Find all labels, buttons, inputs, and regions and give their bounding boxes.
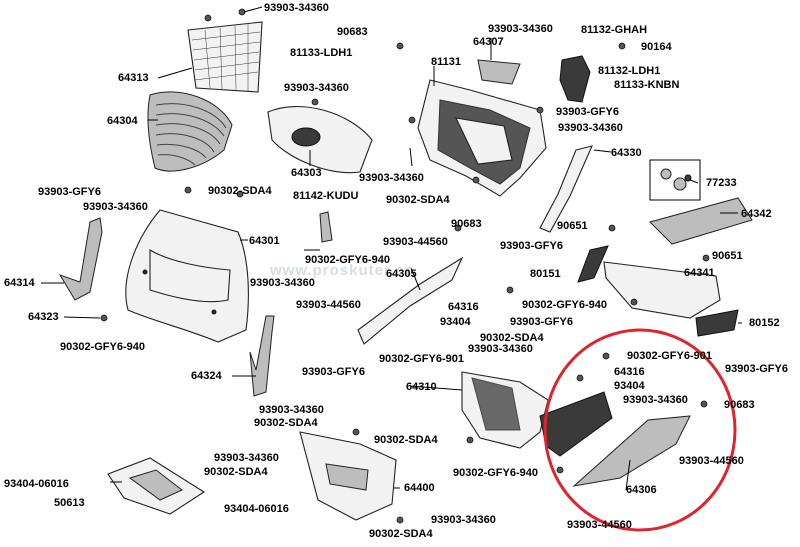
- part-81142-kudu: [319, 211, 333, 243]
- label-93903-44560: 93903-44560: [567, 519, 632, 531]
- highlight-circle: [543, 328, 737, 532]
- label-64323: 64323: [28, 311, 59, 323]
- label-93903-44560: 93903-44560: [383, 236, 448, 248]
- label-93903-gfy6: 93903-GFY6: [510, 316, 573, 328]
- label-64313: 64313: [118, 72, 149, 84]
- part-81132-hook: [559, 55, 591, 103]
- label-81142-kudu: 81142-KUDU: [293, 190, 359, 202]
- label-90302-gfy6-940: 90302-GFY6-940: [305, 254, 390, 266]
- label-80152: 80152: [749, 317, 780, 329]
- part-64305: [357, 256, 464, 345]
- label-90302-sda4: 90302-SDA4: [386, 194, 450, 206]
- part-64310: [461, 371, 549, 449]
- label-93903-34360: 93903-34360: [431, 514, 496, 526]
- label-93903-34360: 93903-34360: [359, 172, 424, 184]
- label-64310: 64310: [406, 381, 437, 393]
- part-64307: [477, 59, 521, 85]
- label-64342: 64342: [741, 208, 772, 220]
- label-64400: 64400: [404, 482, 435, 494]
- label-81133-knbn: 81133-KNBN: [614, 79, 680, 91]
- label-93903-34360: 93903-34360: [558, 122, 623, 134]
- part-64400: [299, 431, 397, 521]
- label-64307: 64307: [473, 36, 504, 48]
- label-93404-06016: 93404-06016: [224, 503, 289, 515]
- label-93903-34360: 93903-34360: [623, 394, 688, 406]
- label-90302-sda4: 90302-SDA4: [374, 434, 438, 446]
- label-64316: 64316: [614, 366, 645, 378]
- label-64314: 64314: [4, 277, 35, 289]
- label-90302-sda4: 90302-SDA4: [204, 466, 268, 478]
- label-64306: 64306: [626, 484, 657, 496]
- label-80151: 80151: [530, 268, 561, 280]
- leader-lines: [41, 6, 742, 491]
- label-81131: 81131: [431, 56, 461, 68]
- label-64303: 64303: [291, 167, 322, 179]
- label-90651: 90651: [557, 220, 588, 232]
- label-93903-gfy6: 93903-GFY6: [556, 106, 619, 118]
- watermark: www.proskuter.cz: [270, 262, 413, 279]
- label-93903-34360: 93903-34360: [488, 23, 553, 35]
- part-80152: [695, 309, 739, 337]
- label-50613: 50613: [54, 497, 85, 509]
- part-64306: [539, 391, 691, 487]
- label-90651: 90651: [712, 250, 743, 262]
- label-93903-gfy6: 93903-GFY6: [500, 240, 563, 252]
- label-93903-34360: 93903-34360: [264, 2, 329, 14]
- part-77233: [649, 159, 701, 201]
- label-93903-gfy6: 93903-GFY6: [725, 363, 788, 375]
- part-81131-inner-panel: [417, 79, 547, 197]
- label-81132-ldh1: 81132-LDH1: [598, 65, 661, 77]
- label-90683: 90683: [724, 399, 755, 411]
- label-93404: 93404: [440, 316, 471, 328]
- label-64304: 64304: [107, 115, 138, 127]
- label-90164: 90164: [641, 41, 672, 53]
- label-64316: 64316: [448, 301, 479, 313]
- part-64304-front-grille: [147, 91, 233, 172]
- label-93903-34360: 93903-34360: [259, 404, 324, 416]
- label-64305: 64305: [386, 268, 417, 280]
- label-64324: 64324: [191, 370, 222, 382]
- label-90302-gfy6-901: 90302-GFY6-901: [379, 353, 464, 365]
- part-64324: [249, 315, 275, 397]
- part-64301-front-shield: [125, 209, 249, 343]
- label-93903-34360: 93903-34360: [250, 277, 315, 289]
- label-93903-44560: 93903-44560: [296, 299, 361, 311]
- label-93404-06016: 93404-06016: [4, 478, 69, 490]
- label-93404: 93404: [614, 380, 645, 392]
- label-90302-sda4: 90302-SDA4: [208, 185, 272, 197]
- part-64303-cover: [267, 105, 373, 174]
- fasteners: [100, 8, 710, 524]
- label-64330: 64330: [611, 147, 642, 159]
- part-64342: [649, 197, 753, 245]
- label-77233: 77233: [706, 177, 737, 189]
- part-80151: [577, 245, 609, 283]
- label-93903-gfy6: 93903-GFY6: [38, 186, 101, 198]
- label-81133-ldh1: 81133-LDH1: [290, 47, 353, 59]
- label-64301: 64301: [249, 235, 280, 247]
- label-93903-34360: 93903-34360: [468, 343, 533, 355]
- label-93903-34360: 93903-34360: [284, 82, 349, 94]
- label-90302-gfy6-940: 90302-GFY6-940: [60, 341, 145, 353]
- label-90302-sda4: 90302-SDA4: [480, 332, 544, 344]
- label-90683: 90683: [337, 26, 368, 38]
- label-81132-ghah: 81132-GHAH: [581, 24, 648, 36]
- label-93903-44560: 93903-44560: [679, 455, 744, 467]
- label-90302-sda4: 90302-SDA4: [369, 528, 433, 540]
- label-90683: 90683: [451, 218, 482, 230]
- part-64313-grille: [187, 21, 263, 93]
- part-64330: [539, 145, 593, 233]
- part-64314: [58, 217, 103, 301]
- label-90302-sda4: 90302-SDA4: [254, 417, 318, 429]
- part-50613: [107, 457, 206, 515]
- label-90302-gfy6-901: 90302-GFY6-901: [627, 350, 712, 362]
- label-93903-gfy6: 93903-GFY6: [302, 366, 365, 378]
- label-93903-34360: 93903-34360: [83, 201, 148, 213]
- label-90302-gfy6-940: 90302-GFY6-940: [522, 299, 607, 311]
- label-64341: 64341: [684, 267, 715, 279]
- label-93903-34360: 93903-34360: [214, 452, 279, 464]
- label-90302-gfy6-940: 90302-GFY6-940: [453, 467, 538, 479]
